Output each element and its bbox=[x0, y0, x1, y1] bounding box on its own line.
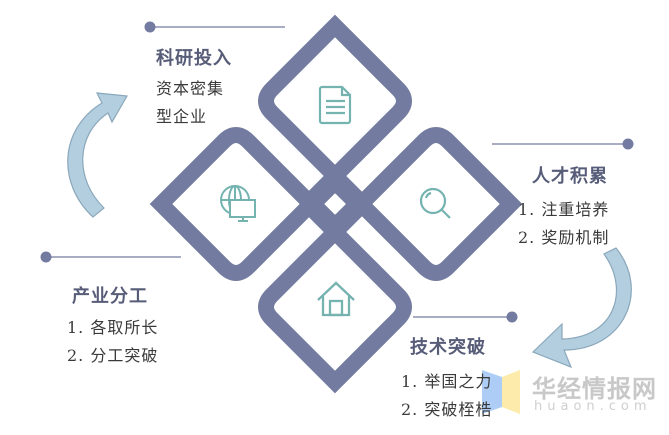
watermark-en: huaon.com bbox=[534, 399, 652, 414]
magnifier-icon bbox=[419, 187, 451, 219]
breakthrough-line-2: 2. 突破桎梏 bbox=[401, 400, 493, 419]
breakthrough-line-1: 1. 举国之力 bbox=[401, 372, 493, 391]
center-hole bbox=[326, 194, 346, 214]
connector-lines bbox=[40, 21, 634, 323]
petal-right bbox=[299, 127, 523, 281]
document-icon bbox=[318, 85, 352, 125]
research-line-1: 资本密集 bbox=[156, 79, 225, 98]
division-line-1: 1. 各取所长 bbox=[67, 318, 159, 337]
talent-title: 人才积累 bbox=[532, 166, 608, 187]
talent-line-2: 2. 奖励机制 bbox=[518, 228, 610, 247]
house-icon bbox=[317, 281, 355, 317]
curved-arrow-up bbox=[67, 92, 128, 218]
globe-monitor-icon bbox=[220, 185, 256, 222]
huaon-logo-icon bbox=[482, 370, 520, 414]
petals bbox=[149, 14, 523, 394]
division-line-2: 2. 分工突破 bbox=[67, 346, 159, 365]
research-line-2: 型企业 bbox=[156, 107, 208, 126]
curved-arrow-down bbox=[531, 247, 632, 369]
division-title: 产业分工 bbox=[72, 286, 148, 307]
talent-line-1: 1. 注重培养 bbox=[518, 200, 610, 219]
breakthrough-title: 技术突破 bbox=[410, 337, 486, 358]
research-title: 科研投入 bbox=[156, 48, 232, 69]
watermark-cn: 华经情报网 bbox=[532, 375, 657, 403]
